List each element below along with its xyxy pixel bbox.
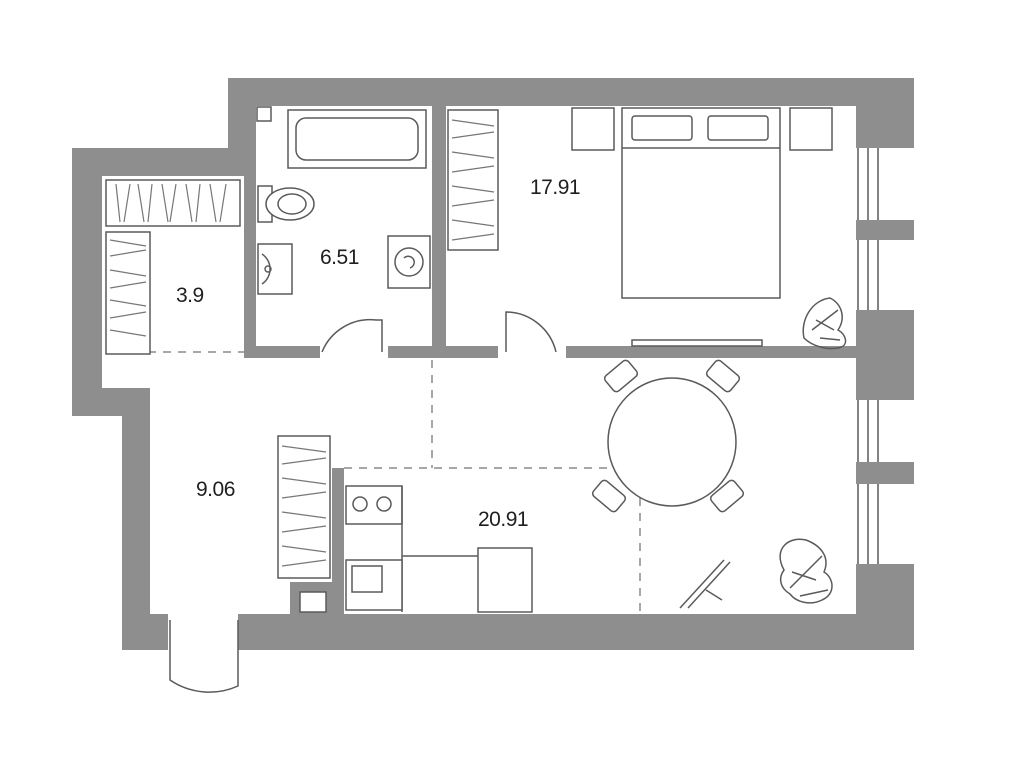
area-label-hall: 9.06	[196, 478, 235, 501]
hall-closet	[277, 435, 331, 579]
room-labels: 3.9 6.51 17.91 9.06 20.91	[176, 176, 581, 531]
zone-lines	[148, 351, 641, 614]
area-label-bedroom: 17.91	[530, 176, 580, 199]
area-label-wardrobe: 3.9	[176, 284, 204, 307]
bed-icon	[571, 107, 833, 299]
kitchen-cabinet	[477, 547, 533, 613]
chair-icon	[591, 359, 745, 513]
plant-icon	[802, 297, 847, 350]
washing-machine-icon	[387, 235, 431, 289]
tv-console	[631, 339, 763, 347]
area-label-kitchen-living: 20.91	[478, 508, 528, 531]
wardrobe-closet	[105, 179, 241, 355]
bedroom-closet	[447, 109, 499, 251]
fridge-icon	[345, 559, 403, 611]
table-icon	[607, 377, 737, 507]
window-icon	[856, 148, 914, 564]
partitions	[244, 106, 856, 614]
toilet-icon	[257, 185, 315, 223]
plant-icon	[779, 538, 833, 604]
bathtub-icon	[287, 109, 427, 169]
sink-icon	[257, 243, 293, 295]
area-label-bathroom: 6.51	[320, 246, 359, 269]
stove-icon	[345, 485, 403, 525]
door-icon	[169, 311, 557, 693]
easel-icon	[679, 559, 731, 609]
